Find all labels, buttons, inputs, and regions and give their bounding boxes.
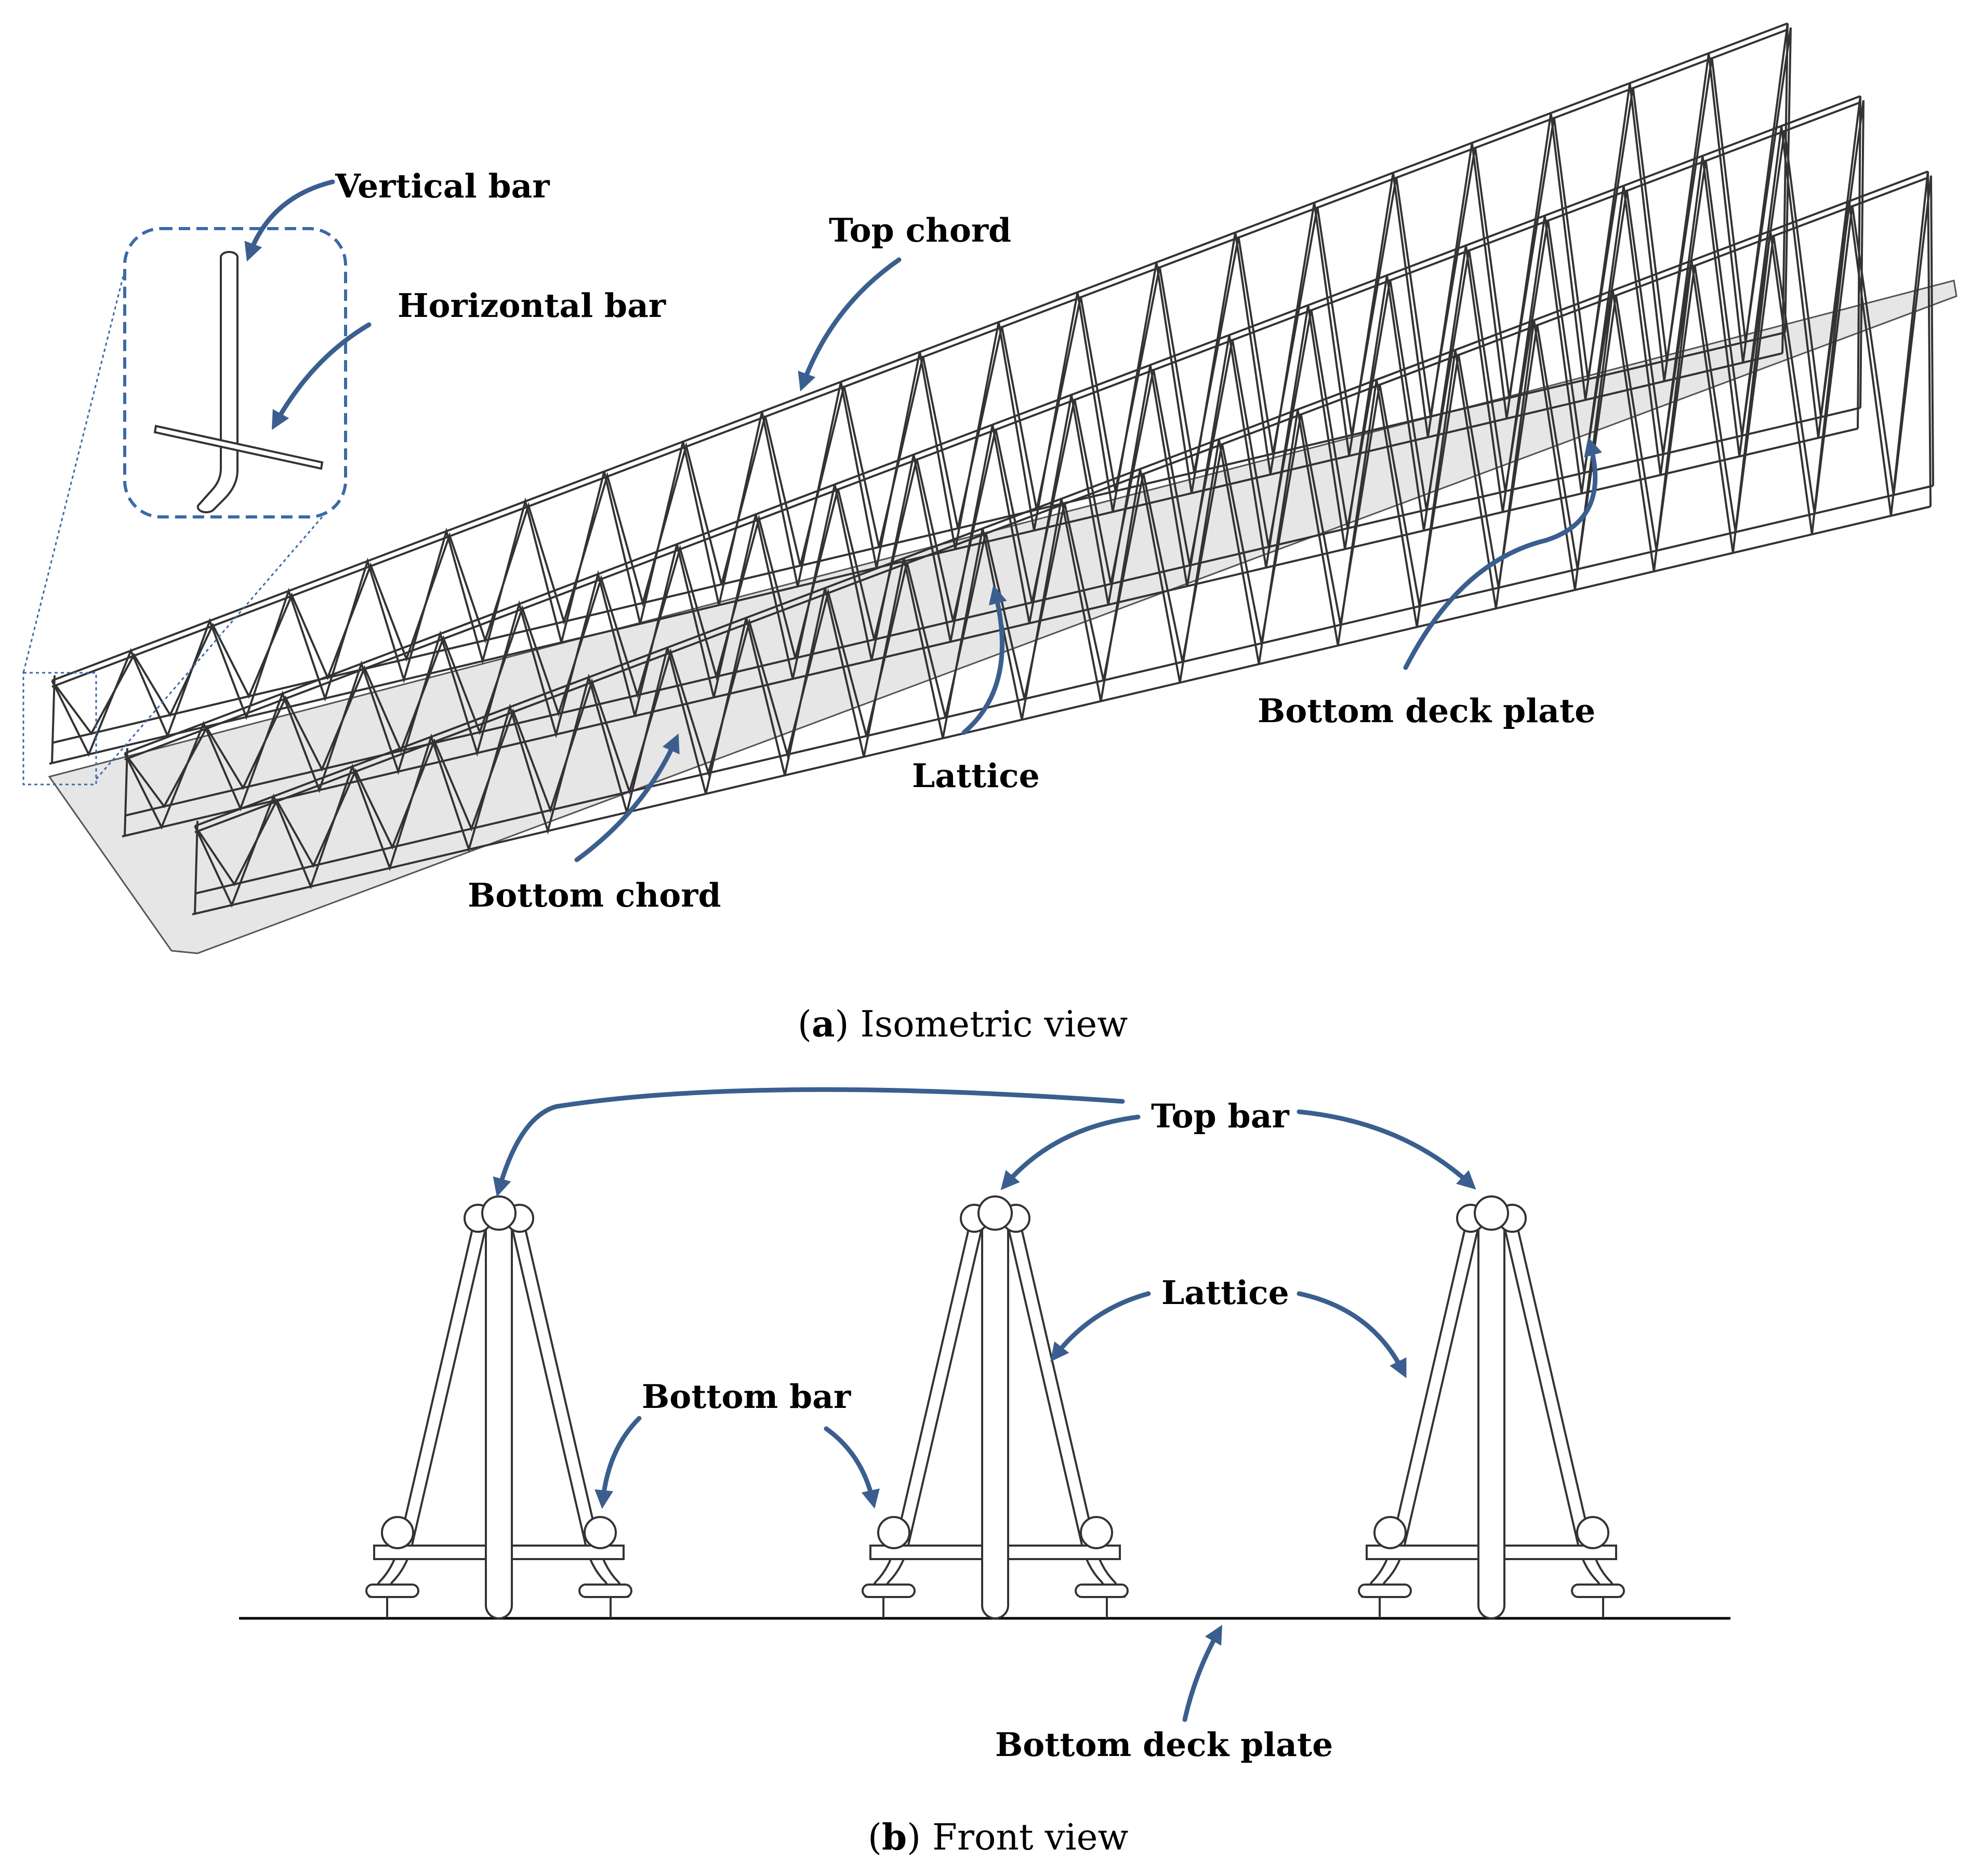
bottom-chord-far — [194, 485, 1934, 895]
bottom-bar-left — [381, 1516, 414, 1549]
label-top-chord: Top chord — [829, 211, 1011, 249]
arrow-lattice-iso — [961, 585, 1007, 735]
bottom-chord-far — [124, 407, 1861, 817]
vertical-bar — [485, 1217, 513, 1619]
truss-2 — [122, 95, 1865, 837]
zoom-line-top — [22, 270, 126, 673]
arrow-bottom-deck-plate-front — [1182, 1625, 1223, 1722]
arrow-top-chord — [798, 257, 902, 392]
front-view-panel: Top bar Lattice Bottom bar Bottom deck p… — [239, 1087, 1730, 1858]
label-top-bar: Top bar — [1151, 1097, 1290, 1135]
end-vertical-bar — [124, 748, 128, 837]
label-lattice-front: Lattice — [1161, 1273, 1289, 1312]
bottom-chord-near — [122, 428, 1858, 837]
foot-left — [365, 1584, 419, 1598]
arrow-bottom-deck-plate-iso — [1403, 437, 1603, 670]
bottom-bar-left — [877, 1516, 910, 1549]
label-lattice-iso: Lattice — [912, 756, 1040, 795]
inset-detail-box — [123, 227, 347, 518]
top-bar — [977, 1195, 1013, 1231]
isometric-trusses — [49, 22, 1934, 915]
bottom-chord-near — [192, 505, 1931, 915]
arrow-vertical-bar — [244, 179, 335, 262]
front-trusses — [365, 1195, 1625, 1619]
vertical-bar — [1477, 1217, 1505, 1619]
truss-1 — [49, 22, 1792, 765]
arrow-lattice-front-right — [1297, 1291, 1407, 1378]
bottom-chord-near — [49, 352, 1783, 765]
inset-horizontal-bar — [153, 424, 324, 470]
foot-right — [578, 1584, 632, 1598]
bottom-chord-far — [51, 331, 1786, 744]
isometric-view-panel: Vertical bar Horizontal bar Top chord La… — [22, 22, 1958, 1045]
front-truss-3 — [1358, 1195, 1625, 1619]
foot-right — [1075, 1584, 1129, 1598]
top-chord-edge — [124, 101, 1861, 761]
lattice-far — [54, 27, 1792, 736]
top-chord-edge — [194, 177, 1928, 833]
arrow-bottom-bar-center — [824, 1426, 880, 1509]
lattice-far — [197, 175, 1934, 887]
arrow-top-bar-left — [493, 1087, 1125, 1197]
inset-source-box — [22, 672, 97, 786]
foot-right — [1571, 1584, 1625, 1598]
top-chord-edge — [51, 29, 1788, 688]
caption-front: (b) Front view — [868, 1816, 1128, 1858]
bottom-bar-right — [1576, 1516, 1609, 1549]
arrow-bottom-chord — [574, 733, 680, 862]
inset-vertical-bar — [196, 251, 239, 513]
arrow-top-bar-right — [1297, 1109, 1476, 1190]
foot-left — [1358, 1584, 1412, 1598]
arrow-top-bar-center — [1000, 1114, 1141, 1190]
label-bottom-chord: Bottom chord — [468, 876, 721, 914]
foot-left — [862, 1584, 916, 1598]
front-truss-1 — [365, 1195, 632, 1619]
label-horizontal-bar: Horizontal bar — [398, 286, 666, 325]
caption-isometric: (a) Isometric view — [798, 1003, 1128, 1045]
truss-3 — [192, 170, 1934, 915]
bottom-bar-right — [1080, 1516, 1113, 1549]
arrow-horizontal-bar — [271, 322, 372, 430]
end-vertical-bar — [194, 820, 199, 915]
deck-plate-surface — [48, 280, 1958, 954]
top-bar — [1474, 1195, 1509, 1231]
inset-bar-detail — [153, 251, 324, 513]
arrow-lattice-front-left — [1050, 1291, 1151, 1362]
end-vertical-bar — [51, 675, 56, 764]
arrow-bottom-bar-left — [594, 1416, 642, 1509]
zoom-line-bottom — [95, 516, 323, 780]
front-truss-2 — [862, 1195, 1129, 1619]
top-bar — [481, 1195, 517, 1231]
bottom-bar-right — [584, 1516, 617, 1549]
bottom-bar-left — [1373, 1516, 1407, 1549]
label-bottom-deck-plate-iso: Bottom deck plate — [1258, 691, 1595, 730]
vertical-bar — [981, 1217, 1009, 1619]
label-bottom-deck-plate-front: Bottom deck plate — [995, 1725, 1333, 1764]
label-bottom-bar: Bottom bar — [642, 1377, 851, 1416]
label-vertical-bar: Vertical bar — [335, 167, 550, 205]
